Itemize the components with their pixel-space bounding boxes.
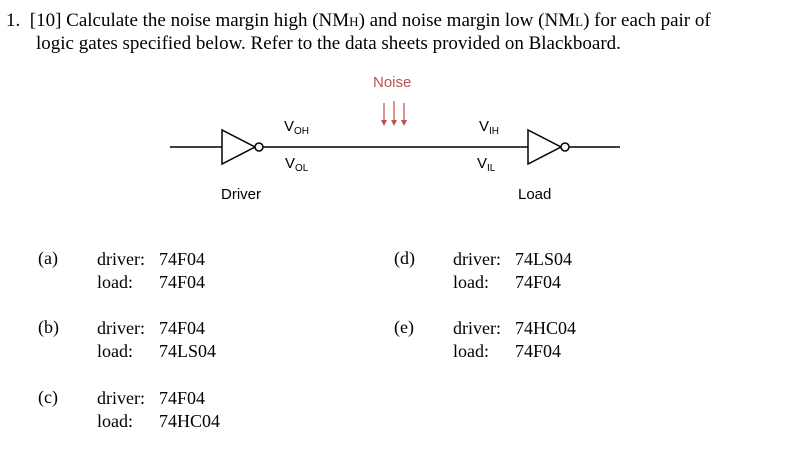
pair-d-load-label: load: — [453, 272, 489, 292]
pair-d-driver: 74LS04 — [515, 249, 573, 269]
pair-c-driver-label: driver: — [97, 388, 145, 408]
question-text-1c: ) for each pair of — [583, 10, 711, 31]
pair-d-load: 74F04 — [515, 272, 562, 292]
pair-a-driver: 74F04 — [159, 249, 206, 269]
noise-label: Noise — [373, 74, 412, 91]
pair-b-load-label: load: — [97, 341, 133, 361]
voh-label: VOH — [284, 118, 310, 137]
vih-label: VIH — [479, 118, 500, 137]
question-number: 1. — [6, 10, 21, 31]
pair-e-driver: 74HC04 — [515, 318, 577, 338]
pair-b-driver: 74F04 — [159, 318, 206, 338]
question-text-1b: ) and noise margin low (NM — [358, 10, 576, 31]
pair-d-letter: (d) — [394, 248, 415, 268]
noise-arrows-icon — [381, 101, 407, 126]
pair-c: driver: 74F04 load: 74HC04 — [97, 387, 220, 433]
pair-b-letter: (b) — [38, 317, 59, 337]
pair-e-load: 74F04 — [515, 341, 562, 361]
pair-b-load: 74LS04 — [159, 341, 217, 361]
pair-b: driver: 74F04 load: 74LS04 — [97, 317, 216, 363]
question-text-1a: Calculate the noise margin high (NM — [66, 10, 350, 31]
pair-a-load: 74F04 — [159, 272, 206, 292]
pair-d-driver-label: driver: — [453, 249, 501, 269]
nmh-subscript: H — [349, 14, 359, 29]
pair-e-load-label: load: — [453, 341, 489, 361]
question-line-2: logic gates specified below. Refer to th… — [36, 33, 621, 54]
pair-a-load-label: load: — [97, 272, 133, 292]
pair-b-driver-label: driver: — [97, 318, 145, 338]
pair-c-load: 74HC04 — [159, 411, 221, 431]
driver-label: Driver — [221, 186, 261, 203]
pair-d: driver: 74LS04 load: 74F04 — [453, 248, 572, 294]
pair-c-load-label: load: — [97, 411, 133, 431]
driver-inverter-icon — [221, 128, 257, 166]
pair-c-driver: 74F04 — [159, 388, 206, 408]
driver-bubble-icon — [254, 142, 264, 152]
pair-a-letter: (a) — [38, 248, 58, 268]
load-inverter-icon — [527, 128, 563, 166]
pair-a: driver: 74F04 load: 74F04 — [97, 248, 205, 294]
pair-e-driver-label: driver: — [453, 318, 501, 338]
question-line-1: 1. [10] Calculate the noise margin high … — [6, 10, 711, 33]
pair-c-letter: (c) — [38, 387, 58, 407]
nml-subscript: L — [575, 14, 584, 29]
question-points: [10] — [29, 10, 62, 31]
vil-label: VIL — [477, 155, 496, 174]
pair-e-letter: (e) — [394, 317, 414, 337]
vol-label: VOL — [285, 155, 309, 174]
pair-e: driver: 74HC04 load: 74F04 — [453, 317, 576, 363]
pair-a-driver-label: driver: — [97, 249, 145, 269]
load-label: Load — [518, 186, 552, 203]
load-bubble-icon — [560, 142, 570, 152]
